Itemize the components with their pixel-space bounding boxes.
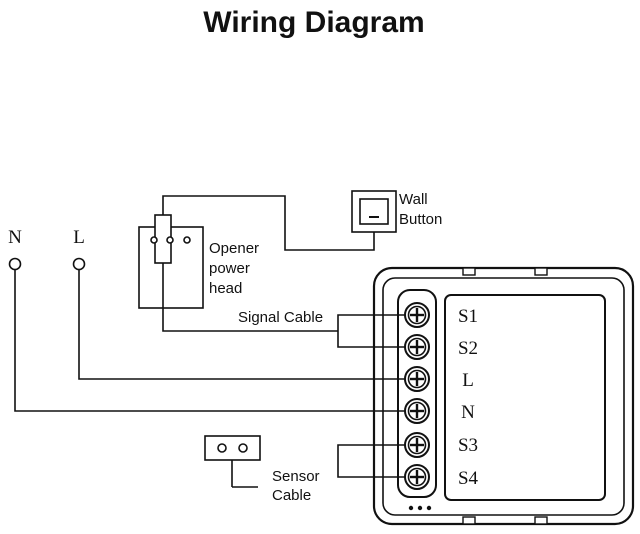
module-inner-case [382, 277, 625, 516]
wall-button [351, 190, 397, 233]
opener-terminal-2 [166, 236, 174, 244]
opener-label-line-2: power [209, 260, 250, 277]
sensor-cable-label-line-2: Cable [272, 487, 311, 504]
terminal-screw-3 [404, 366, 430, 392]
terminal-label-s2: S2 [458, 338, 478, 359]
opener-terminal-3 [183, 236, 191, 244]
live-label: L [73, 227, 85, 248]
module-led-3 [426, 505, 432, 511]
terminal-screw-4 [404, 398, 430, 424]
wires [14, 195, 405, 488]
supply-terminal-neutral: N [8, 227, 22, 271]
wall-button-label-line-1: Wall [399, 191, 428, 208]
sensor-pin-2 [238, 443, 248, 453]
wall-button-inner [359, 198, 389, 225]
module-bottom-notch-2 [534, 516, 548, 525]
live-terminal-circle [72, 257, 86, 271]
module-outer-case [372, 266, 635, 526]
terminal-label-l: L [462, 370, 474, 391]
terminal-screw-6 [404, 464, 430, 490]
sensor-bracket [337, 444, 405, 478]
terminal-screw-1 [404, 302, 430, 328]
module-bottom-notch-1 [462, 516, 476, 525]
terminal-screw-2 [404, 334, 430, 360]
wire-live [78, 270, 405, 380]
wire-opener-to-wall-button [162, 195, 375, 251]
opener-label-line-3: head [209, 280, 242, 297]
wall-button-label-line-2: Button [399, 211, 442, 228]
terminal-label-s1: S1 [458, 306, 478, 327]
signal-bracket [337, 314, 405, 348]
terminal-block [397, 289, 437, 498]
terminal-label-s3: S3 [458, 435, 478, 456]
module-led-1 [408, 505, 414, 511]
sensor-connector-box [204, 435, 261, 461]
sensor-cable-label-line-1: Sensor [272, 468, 320, 485]
wire-opener-signal [162, 263, 338, 332]
opener-terminal-1 [150, 236, 158, 244]
signal-cable-label: Signal Cable [238, 309, 323, 326]
terminal-screw-5 [404, 432, 430, 458]
module-top-notch-2 [534, 267, 548, 276]
supply-terminal-live: L [72, 227, 86, 271]
terminal-label-s4: S4 [458, 468, 479, 489]
wire-neutral [14, 270, 405, 412]
sensor-pin-1 [217, 443, 227, 453]
module-face-panel [444, 294, 606, 501]
neutral-terminal-circle [8, 257, 22, 271]
sensor-connector [204, 435, 261, 487]
opener-label-line-1: Opener [209, 240, 259, 257]
terminal-label-n: N [461, 402, 475, 423]
smart-module [372, 266, 635, 526]
module-led-2 [417, 505, 423, 511]
module-top-notch-1 [462, 267, 476, 276]
terminal-screws [404, 302, 430, 490]
opener-power-head [138, 214, 204, 309]
diagram-title: Wiring Diagram [203, 6, 424, 39]
wall-button-outer [351, 190, 397, 233]
neutral-label: N [8, 227, 22, 248]
